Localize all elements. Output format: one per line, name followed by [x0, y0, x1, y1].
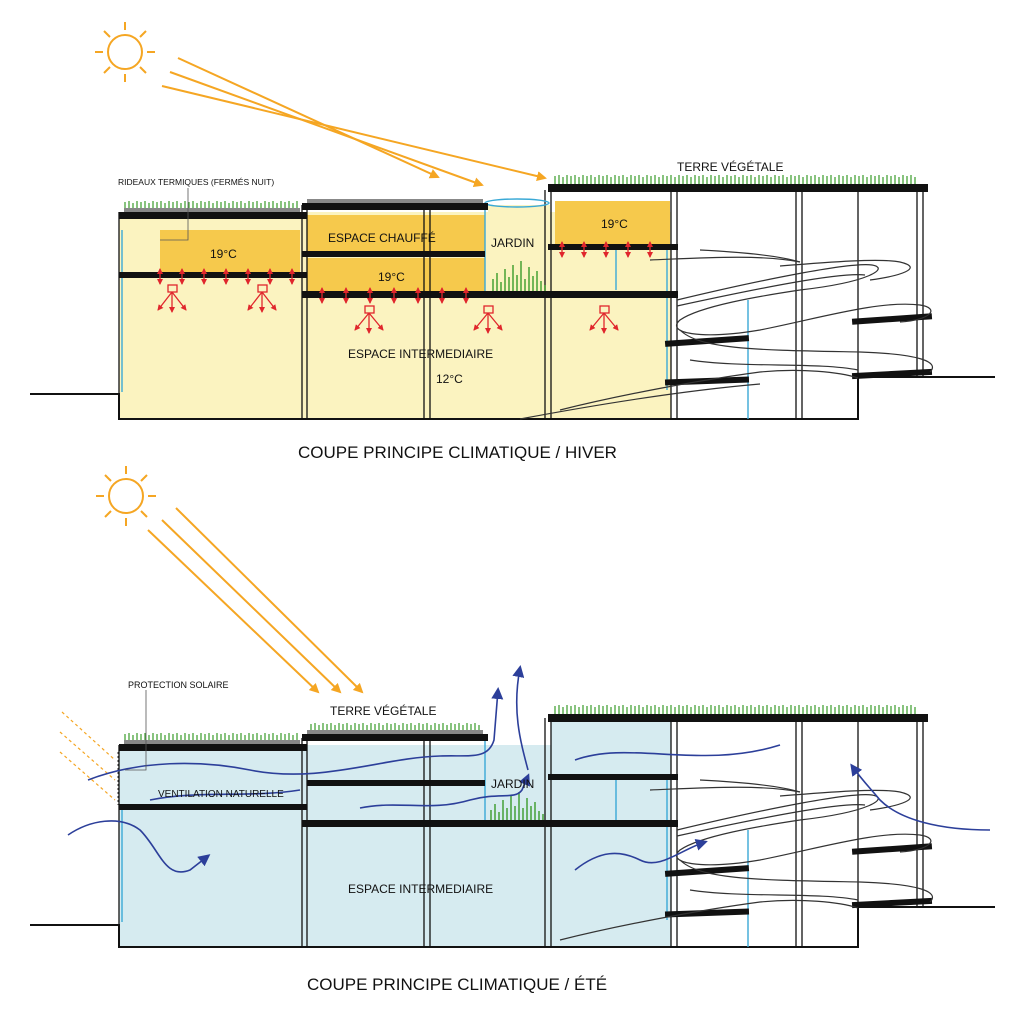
winter-heated-mid-upper [307, 215, 485, 252]
winter-garden-label: JARDIN [491, 236, 534, 250]
winter-diffuser-3 [354, 305, 384, 334]
summer-airflow-3 [149, 789, 301, 801]
winter-section: RIDEAUX TERMIQUES (FERMÉS NUIT) TERRE VÉ… [30, 22, 995, 462]
winter-intermediate-temp: 12°C [436, 372, 463, 386]
winter-caption: COUPE PRINCIPE CLIMATIQUE / HIVER [298, 443, 617, 462]
summer-airflow-6 [574, 744, 781, 761]
winter-heated-left [160, 230, 300, 273]
winter-intermediate-label: ESPACE INTERMEDIAIRE [348, 347, 493, 361]
winter-columns [118, 190, 924, 419]
winter-green-roof [124, 175, 916, 208]
summer-caption: COUPE PRINCIPE CLIMATIQUE / ÉTÉ [307, 975, 607, 994]
winter-glazing [121, 198, 749, 419]
summer-blocked-rays [59, 711, 116, 801]
summer-airflow-4 [359, 773, 530, 809]
summer-airflow-8 [850, 763, 991, 831]
winter-heated-space-label: ESPACE CHAUFFÉ [328, 230, 436, 245]
winter-temp-left: 19°C [210, 247, 237, 261]
winter-heated-mid-lower [307, 258, 485, 291]
winter-sun-rays [161, 57, 547, 187]
summer-garden-label: JARDIN [491, 777, 534, 791]
summer-intermediate-label: ESPACE INTERMEDIAIRE [348, 882, 493, 896]
summer-sun-rays [147, 507, 364, 694]
summer-ramp [559, 779, 933, 941]
summer-garden-plants [490, 792, 544, 820]
winter-diffuser-5 [589, 305, 619, 334]
summer-columns [118, 718, 924, 947]
winter-garden-fill [488, 205, 550, 297]
summer-sun-protection-label: PROTECTION SOLAIRE [128, 680, 229, 690]
summer-airflow-1 [87, 687, 504, 781]
summer-section: PROTECTION SOLAIRE TERRE VÉGÉTALE VENTIL… [30, 466, 995, 994]
winter-temp-middle: 19°C [378, 270, 405, 284]
winter-curtains-leader [160, 188, 189, 241]
summer-roof-hatch [124, 730, 483, 744]
winter-diffuser-2 [247, 284, 277, 313]
summer-protection-leader [125, 690, 147, 771]
winter-heat-arrows [157, 241, 653, 304]
summer-airflow-2 [67, 820, 211, 873]
summer-green-roof [124, 705, 916, 740]
summer-ventilation-flows [67, 665, 991, 873]
summer-airflow-7 [574, 839, 708, 871]
summer-roof-soil-label: TERRE VÉGÉTALE [330, 703, 436, 718]
winter-roof-soil-label: TERRE VÉGÉTALE [677, 159, 783, 174]
summer-ventilation-label: VENTILATION NATURELLE [158, 789, 284, 800]
winter-temp-right: 19°C [601, 217, 628, 231]
winter-diffuser-1 [157, 284, 187, 313]
summer-airflow-5 [512, 665, 529, 771]
winter-heated-right [555, 201, 670, 244]
summer-sun-icon [96, 466, 156, 526]
winter-slabs [119, 184, 933, 386]
winter-ramp [519, 249, 933, 420]
winter-diffusers [157, 284, 619, 334]
winter-diffuser-4 [473, 305, 503, 334]
summer-slabs [119, 714, 933, 918]
winter-roof-hatch [124, 199, 483, 212]
winter-curtains-label: RIDEAUX TERMIQUES (FERMÉS NUIT) [118, 177, 274, 187]
summer-ground-line [30, 906, 995, 948]
winter-sun-icon [95, 22, 155, 82]
winter-garden-plants [492, 261, 546, 291]
